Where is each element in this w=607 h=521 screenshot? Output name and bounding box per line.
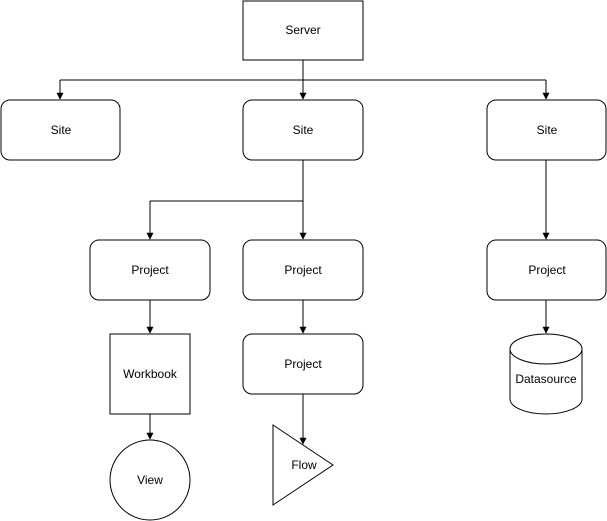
node-project-2[interactable]: Project (242, 239, 364, 301)
node-site-right[interactable]: Site (486, 99, 607, 161)
node-site-right-label: Site (537, 123, 558, 137)
node-server-label: Server (285, 23, 320, 37)
node-project-4[interactable]: Project (486, 239, 607, 301)
node-workbook[interactable]: Workbook (109, 333, 191, 415)
node-site-left-label: Site (51, 123, 72, 137)
node-server[interactable]: Server (242, 0, 364, 61)
node-view-label: View (137, 473, 163, 487)
node-project-1[interactable]: Project (89, 239, 211, 301)
node-datasource[interactable]: Datasource (509, 333, 583, 415)
node-flow-label: Flow (291, 458, 317, 472)
node-project-2-label: Project (284, 263, 322, 277)
node-flow[interactable]: Flow (272, 424, 334, 506)
node-datasource-label: Datasource (515, 372, 577, 386)
node-site-left[interactable]: Site (0, 99, 121, 161)
node-view[interactable]: View (109, 439, 191, 521)
node-project-4-label: Project (528, 263, 566, 277)
connectors (56, 60, 550, 445)
node-project-3[interactable]: Project (242, 333, 364, 395)
node-workbook-label: Workbook (123, 367, 178, 381)
node-project-1-label: Project (131, 263, 169, 277)
node-site-center[interactable]: Site (242, 99, 364, 161)
node-project-3-label: Project (284, 357, 322, 371)
node-site-center-label: Site (293, 123, 314, 137)
